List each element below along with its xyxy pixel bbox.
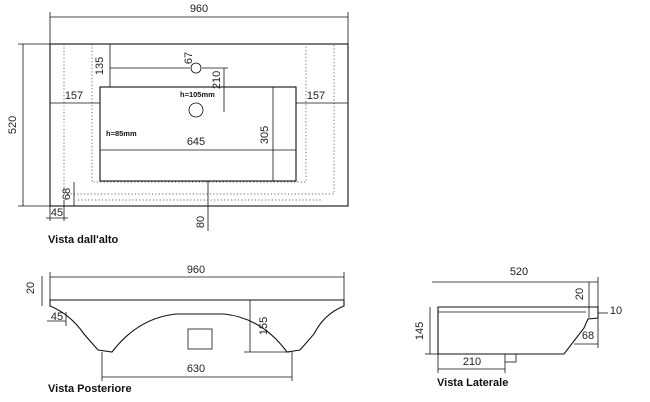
dim-faucet-basin: 210	[211, 71, 223, 89]
faucet-hole	[190, 62, 202, 74]
dim-side-height: 145	[414, 322, 426, 340]
top-view: 960 520 135 67 210 157 157 h=105mm h=85m…	[7, 3, 349, 246]
dim-right-margin: 157	[307, 90, 325, 102]
rear-outline	[49, 299, 345, 353]
dim-front-lip: 68	[61, 188, 73, 200]
dim-faucet-edge: 135	[94, 57, 106, 75]
top-inner-contour	[63, 44, 335, 195]
side-drain	[504, 353, 517, 363]
dim-side-top: 20	[574, 288, 586, 300]
dim-basin-depth: 305	[259, 126, 271, 144]
dim-top-width: 960	[190, 3, 208, 15]
dim-side-bottom: 210	[463, 356, 481, 368]
dim-drain-offset: 80	[195, 216, 207, 228]
dim-side-depth: 520	[510, 266, 528, 278]
dim-rear-offset: 45	[51, 311, 63, 323]
rear-view: 960 20 45 155 630 Vista Posteriore	[25, 264, 345, 395]
dim-left-margin: 157	[65, 90, 83, 102]
note-depth-front: h=85mm	[106, 129, 137, 138]
basin-outline	[99, 86, 297, 182]
dim-side-front: 68	[582, 330, 594, 342]
dim-rear-bottom: 630	[187, 363, 205, 375]
dim-rear-height: 155	[258, 317, 270, 335]
note-depth-back: h=105mm	[180, 90, 215, 99]
caption-side-view: Vista Laterale	[437, 377, 508, 389]
top-basin-contour	[91, 44, 307, 183]
caption-top-view: Vista dall'alto	[48, 234, 119, 246]
dim-rear-width: 960	[187, 264, 205, 276]
dim-top-depth: 520	[7, 116, 19, 134]
side-view: 520 20 10 145 68 210 Vista Laterale	[414, 266, 622, 389]
dim-front-offset: 45	[51, 207, 63, 219]
dim-hole: 67	[183, 52, 195, 64]
top-outline	[49, 43, 349, 207]
dim-basin-width: 645	[187, 136, 205, 148]
rear-drain	[187, 328, 213, 350]
side-outline	[437, 306, 599, 355]
dim-rear-thickness: 20	[25, 282, 37, 294]
drain-hole	[188, 102, 204, 118]
caption-rear-view: Vista Posteriore	[48, 383, 132, 395]
dim-side-lip: 10	[610, 305, 622, 317]
